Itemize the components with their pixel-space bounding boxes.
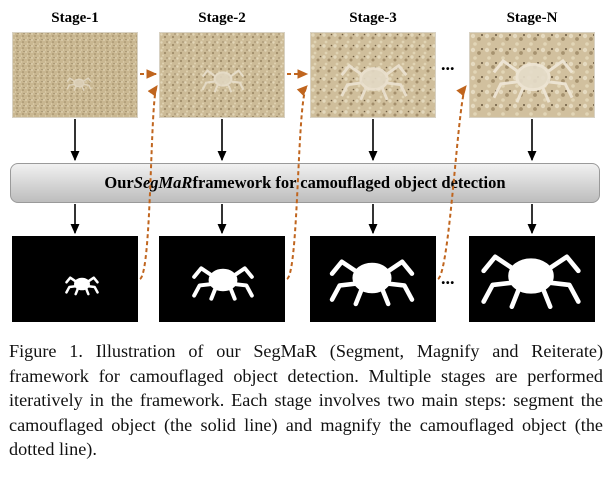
stage-2-label: Stage-2 [198, 10, 246, 26]
bottom-ellipsis: ... [441, 268, 455, 288]
stage-3-input-image [310, 32, 436, 118]
stage-1-mask [12, 236, 138, 322]
framework-bar-suffix: framework for camouflaged object detecti… [192, 173, 506, 192]
stage-n-mask [469, 236, 595, 322]
framework-bar: Our SegMaR framework for camouflaged obj… [10, 163, 600, 203]
figure-caption: Figure 1. Illustration of our SegMaR (Se… [9, 341, 603, 459]
stage-2-input-image [159, 32, 285, 118]
segment-arrows-bottom [70, 204, 537, 235]
magnify-arrow-stage-3-to-n [437, 85, 467, 280]
magnify-arrows [139, 69, 467, 280]
magnify-arrow-stage-1-to-2 [139, 85, 158, 280]
stage-1-label: Stage-1 [51, 10, 99, 26]
stage-n-label: Stage-N [506, 10, 558, 26]
top-ellipsis: ... [441, 54, 455, 74]
stage-3-mask [310, 236, 436, 322]
segment-arrows-top [70, 119, 537, 162]
stage-n-input-image [469, 32, 595, 118]
magnify-arrow-stage-2-to-3 [286, 85, 308, 280]
stage-1-input-image [12, 32, 138, 118]
stage-2-mask [159, 236, 285, 322]
stage-3-label: Stage-3 [349, 10, 397, 26]
framework-bar-emphasis: SegMaR [133, 173, 193, 192]
framework-bar-prefix: Our [104, 173, 134, 192]
